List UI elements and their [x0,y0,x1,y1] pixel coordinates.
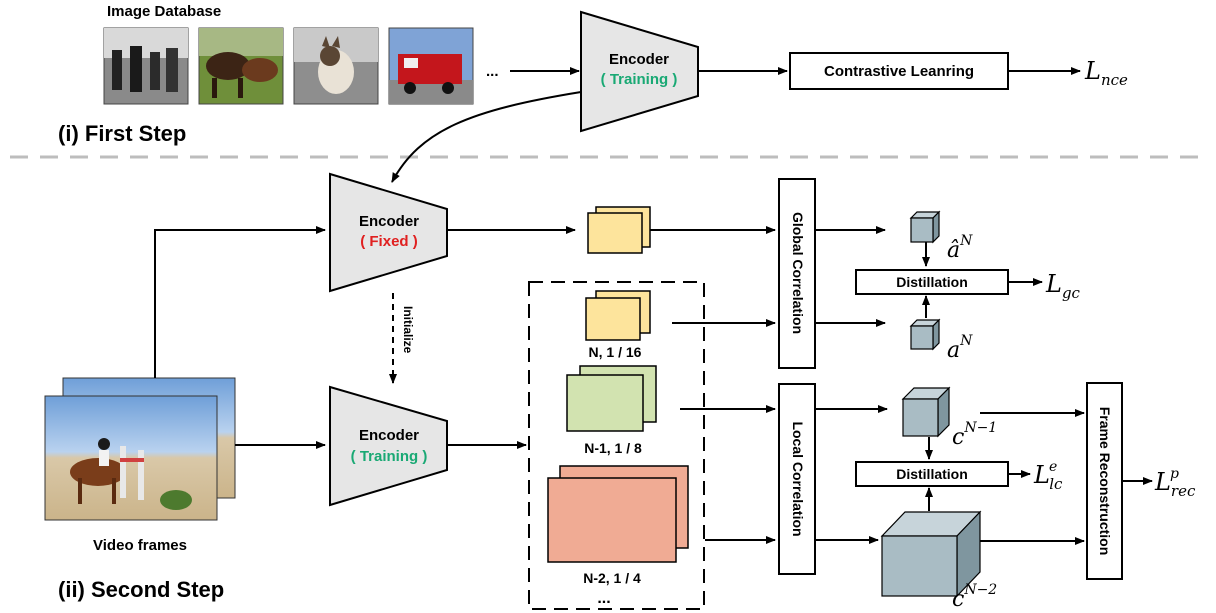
encoder-training [329,385,448,507]
encoder-fixed-mode: ( Fixed ) [360,233,418,250]
video-frames-stack [44,377,236,521]
arrow-transfer-weights [391,91,582,183]
a-n: aN [947,333,973,363]
distillation-bottom-box [855,461,1009,487]
feature-n-label: N, 1 / 16 [589,344,642,360]
distillation-bottom-label: Distillation [896,466,968,482]
thumbnail-people [103,27,189,105]
image-database-label: Image Database [107,3,221,20]
feature-n-2-label: N-2, 1 / 4 [583,570,641,586]
first-step-label: (i) First Step [58,121,186,146]
loss-gc: Lgc [1045,270,1081,302]
distillation-top-label: Distillation [896,274,968,290]
encoder-training-title: Encoder [359,427,419,444]
video-frames-label: Video frames [93,537,187,554]
dots-top: ... [486,63,499,80]
second-step-label: (ii) Second Step [58,577,224,602]
local-correlation-box [778,383,816,575]
dots-bottom: ... [597,590,610,607]
cube-c-n-2 [880,510,982,598]
contrastive-label: Contrastive Leanring [824,63,974,80]
cube-a [909,318,941,351]
local-correlation-label: Local Correlation [790,421,806,536]
cube-a-hat [909,210,941,244]
encoder-top-title: Encoder [609,51,669,68]
frame-reconstruction-box [1086,382,1123,580]
feature-pyramid-box [528,281,705,610]
feature-n [585,290,651,341]
encoder-fixed [329,172,448,293]
frame-reconstruction-label: Frame Reconstruction [1097,407,1113,556]
cube-c-n-1 [901,386,951,438]
c-n-2: cN−2 [952,582,997,612]
arrow-video-to-fixed [154,226,326,378]
global-correlation-box [778,178,816,369]
global-correlation-label: Global Correlation [790,212,806,334]
initialize-label: Initialize [401,306,415,354]
encoder-fixed-title: Encoder [359,213,419,230]
thumbnail-firetruck [388,27,474,105]
thumbnail-cows [198,27,284,105]
encoder-training-mode: ( Training ) [351,448,428,465]
a-hat-n: âN [947,233,973,263]
thumbnail-dog [293,27,379,105]
feature-n-2 [547,465,689,563]
feature-n-1-label: N-1, 1 / 8 [584,440,642,456]
distillation-top-box [855,269,1009,295]
loss-nce: Lnce [1084,57,1128,89]
encoder-top-mode: ( Training ) [601,71,678,88]
contrastive-box [789,52,1009,90]
feature-fixed [587,206,651,254]
c-n-1: cN−1 [952,420,997,450]
encoder-top [580,10,699,133]
feature-n-1 [566,365,657,432]
